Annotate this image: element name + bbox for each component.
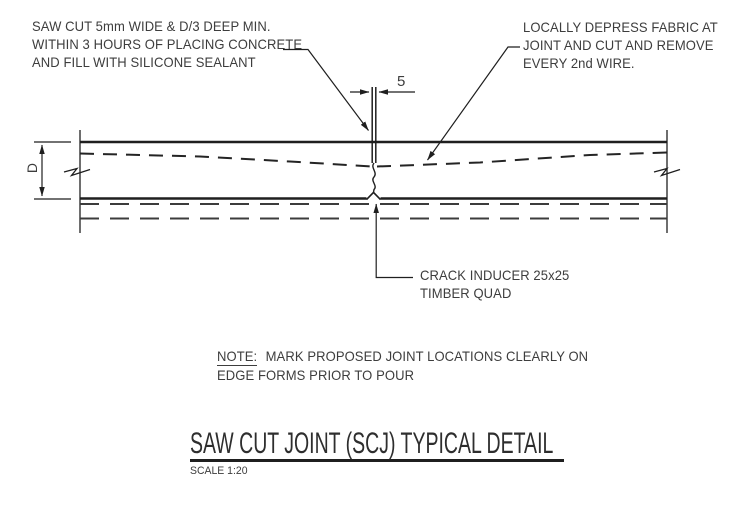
fabric-annotation: LOCALLY DEPRESS FABRIC AT JOINT AND CUT … [523, 18, 718, 72]
fabric-leader-line [427, 46, 520, 161]
note-line2: EDGE FORMS PRIOR TO POUR [217, 367, 415, 383]
saw-cut-annotation-line1: SAW CUT 5mm WIDE & D/3 DEEP MIN. [32, 18, 271, 34]
note-line1: NOTE: MARK PROPOSED JOINT LOCATIONS CLEAR… [217, 347, 589, 366]
fabric-dashed-line-right [376, 151, 668, 168]
cut-width-dimension-label: 5 [397, 73, 406, 90]
saw-cut-annotation-line2: WITHIN 3 HOURS OF PLACING CONCRETE [32, 36, 303, 52]
depth-dimension-label: D [24, 162, 40, 174]
fabric-annotation-line2: JOINT AND CUT AND REMOVE [523, 37, 714, 53]
crack-wavy-line [372, 162, 376, 193]
timber-quad-notch [365, 191, 382, 201]
saw-cut-annotation-line3: AND FILL WITH SILICONE SEALANT [32, 54, 256, 70]
title-underline [190, 459, 564, 462]
saw-cut-annotation: SAW CUT 5mm WIDE & D/3 DEEP MIN. WITHIN … [32, 17, 302, 71]
saw-cut-lines [371, 87, 377, 163]
fabric-annotation-line3: EVERY 2nd WIRE. [523, 55, 635, 71]
drawing-scale: SCALE 1:20 [190, 465, 248, 477]
right-break-symbol [653, 167, 681, 177]
note-label: NOTE: [217, 348, 258, 366]
left-break-symbol [63, 167, 91, 177]
note-text: MARK PROPOSED JOINT LOCATIONS CLEARLY ON [265, 348, 589, 364]
note-block: NOTE: MARK PROPOSED JOINT LOCATIONS CLEAR… [217, 347, 588, 384]
fabric-dashed-line-left [79, 152, 373, 168]
drawing-title: SAW CUT JOINT (SCJ) TYPICAL DETAIL [190, 427, 554, 460]
depth-dimension-extension-lines [34, 141, 71, 200]
crack-inducer-annotation-line1: CRACK INDUCER 25x25 [420, 267, 570, 283]
crack-inducer-annotation: CRACK INDUCER 25x25 TIMBER QUAD [420, 266, 569, 302]
crack-inducer-leader-line [373, 203, 413, 279]
crack-inducer-annotation-line2: TIMBER QUAD [420, 285, 512, 301]
saw-cut-leader-line [283, 48, 369, 131]
fabric-annotation-line1: LOCALLY DEPRESS FABRIC AT [523, 19, 718, 35]
